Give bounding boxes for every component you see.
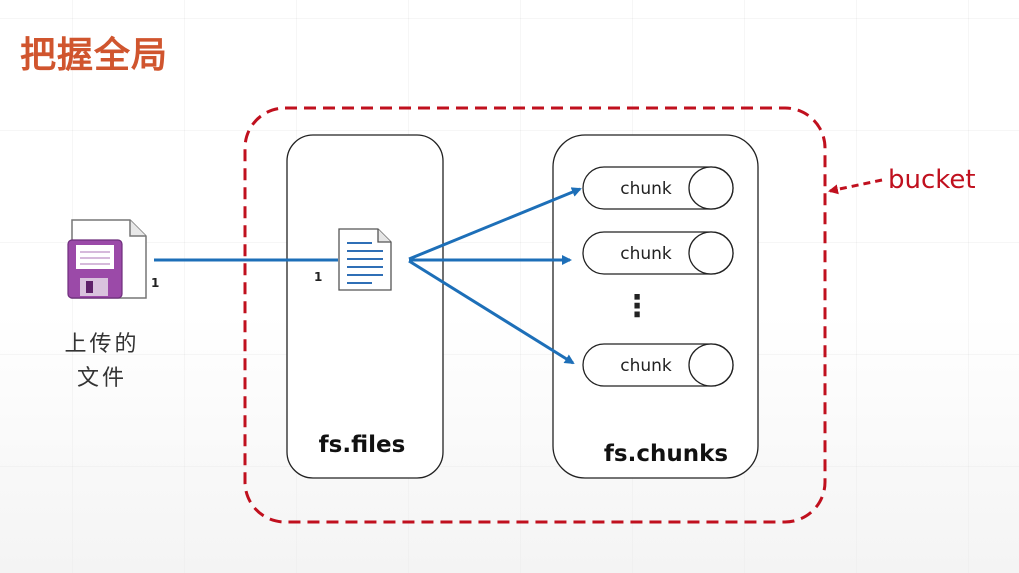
background-fade	[0, 313, 1019, 573]
chunk-cylinder: chunk	[582, 343, 734, 387]
fs-files-container	[286, 134, 444, 479]
edge-label-target: 1	[314, 270, 322, 284]
document-icon	[338, 228, 392, 291]
bucket-pointer-arrow	[828, 178, 883, 195]
fs-files-label: fs.files	[319, 432, 406, 458]
bucket-label: bucket	[888, 165, 976, 195]
bucket-boundary	[243, 106, 827, 524]
arrow-to-chunk	[408, 187, 582, 261]
page-title: 把握全局	[20, 35, 169, 76]
floppy-file-icon	[67, 219, 147, 299]
chunk-label: chunk	[620, 179, 672, 199]
chunk-cylinder: chunk	[582, 166, 734, 210]
chunk-label: chunk	[620, 356, 672, 376]
chunk-cylinder: chunk	[582, 231, 734, 275]
uploaded-file-label: 上传的 文件	[64, 332, 140, 391]
chunk-ellipsis: ⋮	[622, 289, 652, 324]
fs-chunks-container	[552, 134, 759, 479]
chunk-label: chunk	[620, 244, 672, 264]
edge-label-source: 1	[151, 276, 159, 290]
arrow-to-chunk	[408, 259, 575, 365]
fs-chunks-label: fs.chunks	[604, 441, 728, 467]
